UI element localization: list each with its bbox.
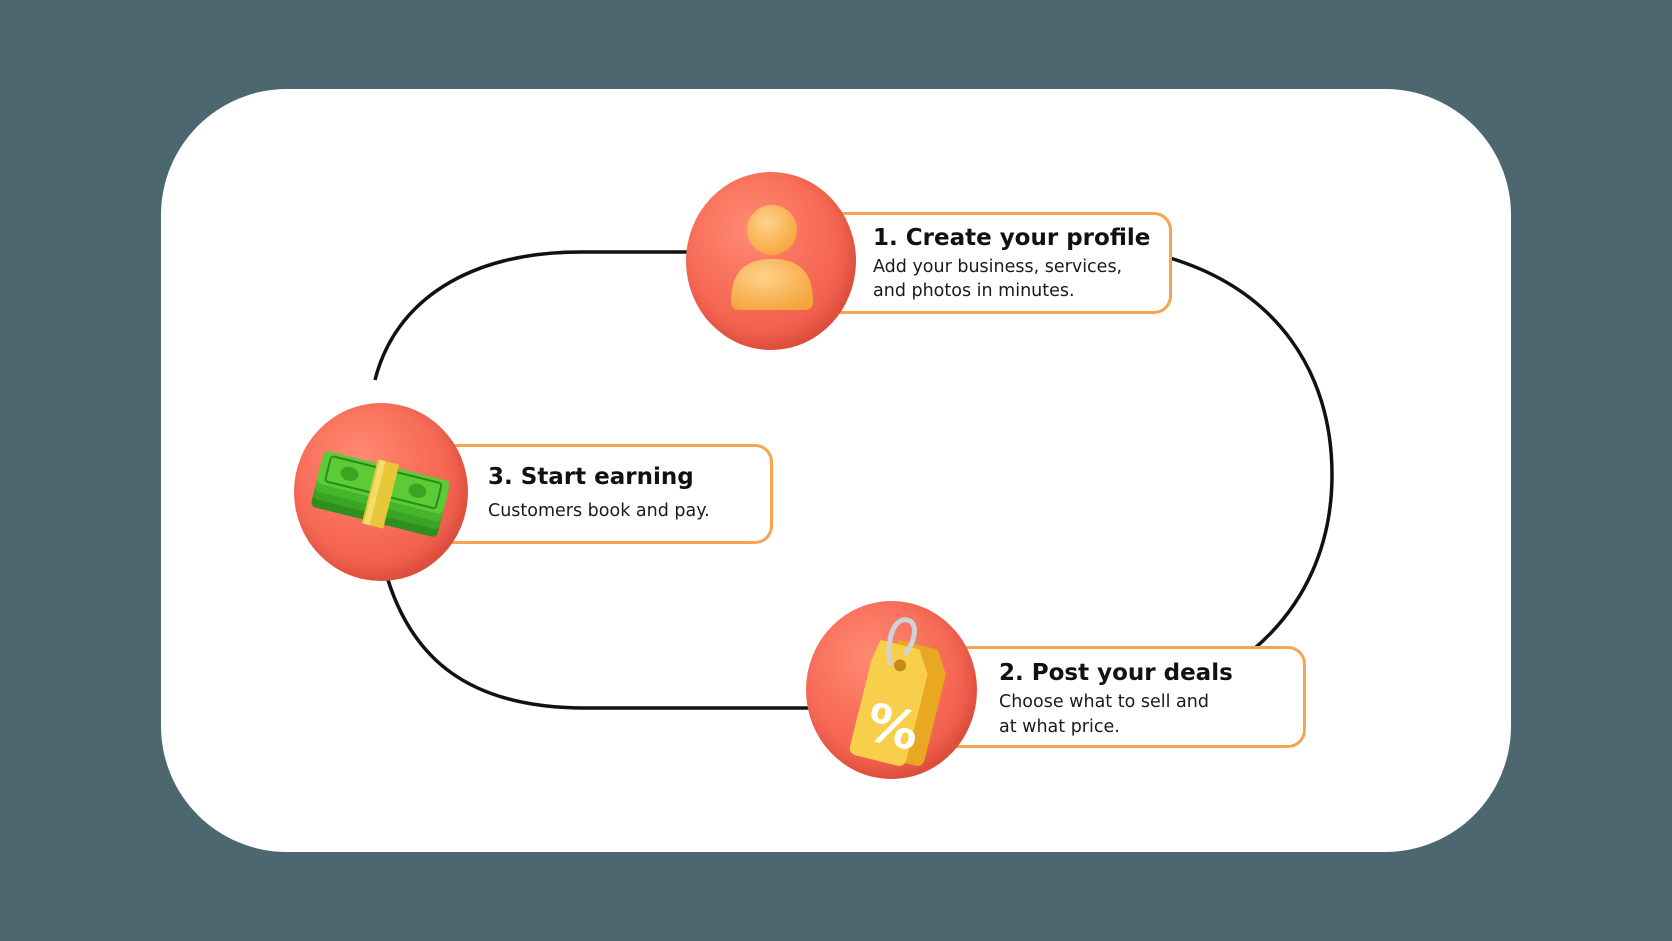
step-2-description-line2: at what price. [999,717,1120,737]
step-3-icon-circle [294,403,468,581]
user-profile-icon [731,205,813,310]
step-2-icon-circle: % [806,601,977,779]
step-2-title: 2. Post your deals [999,660,1233,686]
step-1-description-line1: Add your business, services, [873,257,1123,277]
money-stack-icon [311,451,450,537]
step-1-description-line2: and photos in minutes. [873,281,1075,301]
step-3-description: Customers book and pay. [488,501,710,521]
step-3-box [432,444,773,544]
discount-tag-icon: % [849,617,946,766]
step-1-icon-circle [686,172,856,350]
step-3-title: 3. Start earning [488,464,694,490]
step-2-description-line1: Choose what to sell and [999,692,1209,712]
step-1-title: 1. Create your profile [873,225,1151,251]
